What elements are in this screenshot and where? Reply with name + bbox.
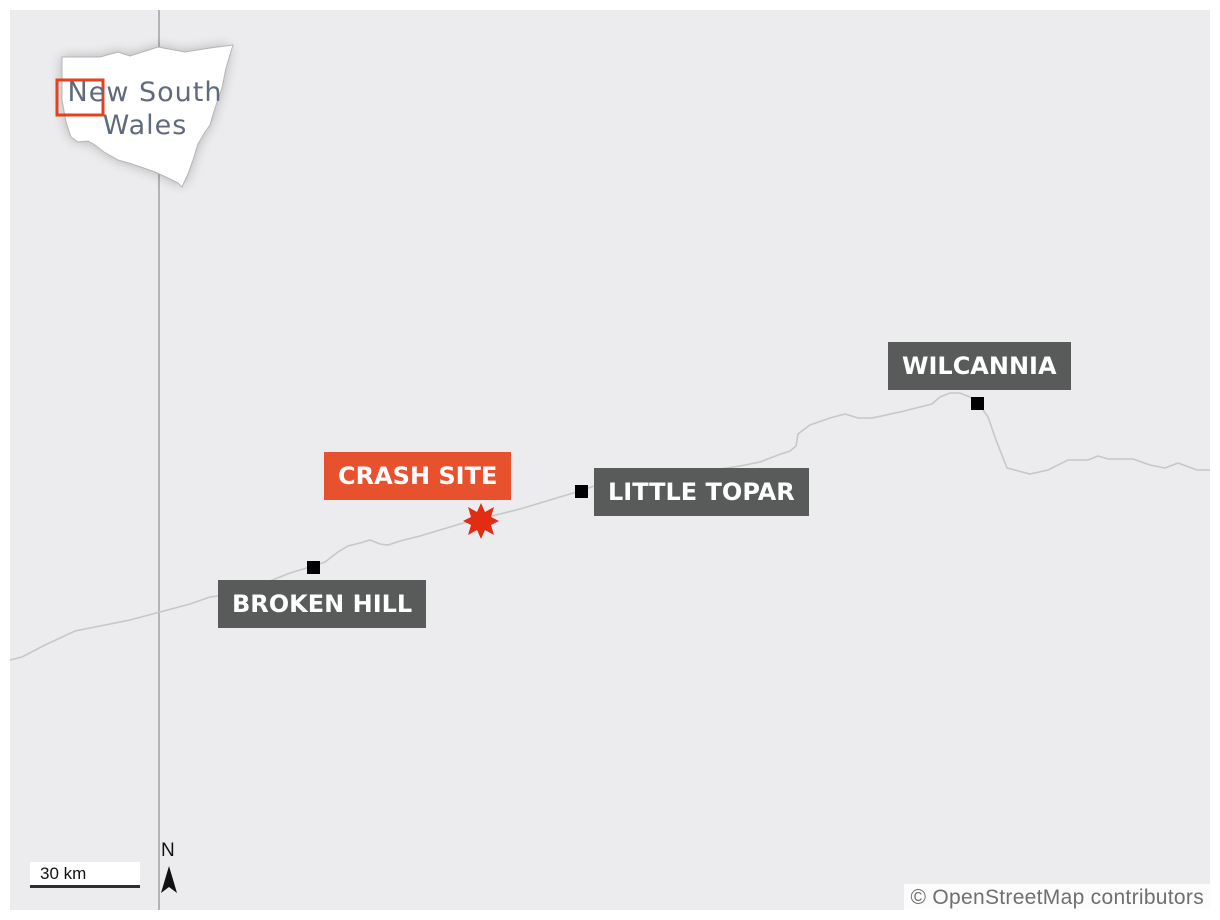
- highway-road: [9, 392, 979, 661]
- little-topar-marker: [575, 485, 588, 498]
- little-topar-label: LITTLE TOPAR: [594, 468, 809, 516]
- north-label: N: [161, 840, 175, 861]
- nsw-inset-map: [55, 44, 234, 188]
- wilcannia-label: WILCANNIA: [888, 342, 1071, 390]
- scale-bar-label: 30 km: [40, 864, 87, 883]
- road-east: [977, 402, 1210, 475]
- broken-hill-label: BROKEN HILL: [218, 580, 427, 628]
- nsw-shape: [61, 44, 234, 188]
- scale-bar: 30 km: [30, 862, 140, 888]
- crash-burst-icon: [463, 503, 499, 539]
- inset-title: New South Wales: [67, 77, 223, 141]
- inset-highlight-box: [55, 78, 105, 117]
- north-arrow-icon: [161, 866, 177, 893]
- map-attribution: © OpenStreetMap contributors: [904, 884, 1210, 912]
- crash-site-label: CRASH SITE: [324, 452, 512, 500]
- scale-bar-background: [30, 862, 140, 886]
- wilcannia-marker: [971, 397, 984, 410]
- map-background: [10, 10, 1210, 910]
- broken-hill-marker: [307, 561, 320, 574]
- scale-bar-line: [30, 885, 140, 888]
